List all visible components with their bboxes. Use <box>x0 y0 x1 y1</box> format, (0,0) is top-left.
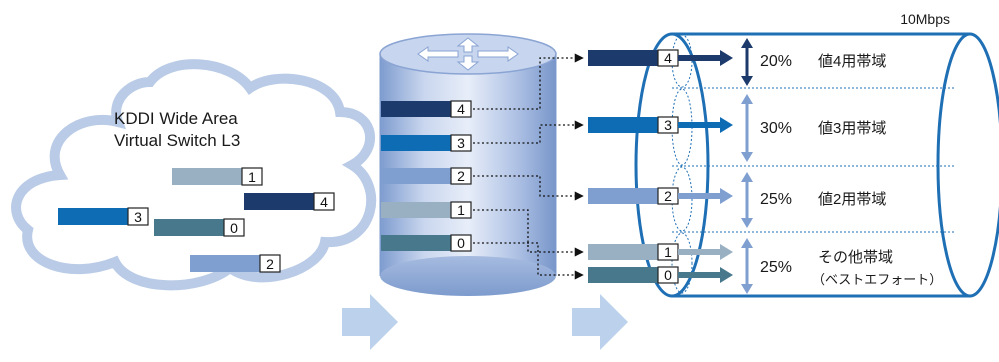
router-queue-3: 3 <box>381 134 472 152</box>
output-arrow-2 <box>678 188 733 204</box>
band-other-name: その他帯域 <box>818 249 893 266</box>
router-queue-0: 0 <box>381 234 472 252</box>
band-3-name: 値3用帯域 <box>818 120 886 137</box>
output-packet-4: 4 <box>588 49 733 67</box>
connector-0 <box>473 242 584 280</box>
output-arrow-1 <box>678 244 733 260</box>
band-range-arrow-2 <box>741 172 753 228</box>
cloud-packet-2: 2 <box>190 254 281 273</box>
connector-4 <box>473 53 584 110</box>
cloud-packet-2-label: 2 <box>266 256 274 272</box>
connector-1 <box>473 209 584 257</box>
router-cylinder <box>379 33 557 296</box>
band-range-arrows <box>741 38 753 294</box>
band-other-percent: 25% <box>760 259 792 276</box>
queue-connectors <box>473 53 584 280</box>
band-3-percent: 30% <box>760 120 792 137</box>
output-packet-0-label: 0 <box>664 267 672 283</box>
router-queue-2-label: 2 <box>457 168 465 184</box>
output-arrow-3 <box>678 117 733 133</box>
band-range-arrow-4 <box>741 38 753 86</box>
band-range-arrow-other <box>741 238 753 294</box>
cloud-packet-4-label: 4 <box>320 194 328 210</box>
output-arrow-0 <box>678 267 733 283</box>
router-cross-arrows-icon <box>417 37 519 71</box>
flow-arrow-right-icon-2 <box>572 294 628 350</box>
cloud-packet-3-label: 3 <box>134 209 142 225</box>
band-2-name: 値2用帯域 <box>818 191 886 208</box>
cloud-title-line1: KDDI Wide Area <box>114 109 238 128</box>
output-arrow-4 <box>678 50 733 66</box>
output-packet-2: 2 <box>588 187 733 205</box>
cloud-packet-0: 0 <box>154 218 245 237</box>
output-packet-3: 3 <box>588 116 733 134</box>
cloud-title-line2: Virtual Switch L3 <box>114 131 240 150</box>
router-queue-1: 1 <box>381 201 472 219</box>
pipe-capacity-label: 10Mbps <box>900 11 950 27</box>
band-other-sub: （ベストエフォート） <box>812 272 942 287</box>
output-packet-2-label: 2 <box>664 188 672 204</box>
router-queue-1-label: 1 <box>457 202 465 218</box>
output-packet-1-label: 1 <box>664 244 672 260</box>
cloud-packet-0-label: 0 <box>230 220 238 236</box>
cloud-packet-3: 3 <box>58 207 149 226</box>
cloud-packet-1: 1 <box>172 167 263 186</box>
cloud-packet-1-label: 1 <box>248 169 256 185</box>
router-queue-0-label: 0 <box>457 235 465 251</box>
output-packet-3-label: 3 <box>664 117 672 133</box>
band-2-percent: 25% <box>760 191 792 208</box>
band-range-arrow-3 <box>741 94 753 162</box>
output-packet-1: 1 <box>588 243 733 261</box>
router-queue-4-label: 4 <box>457 101 465 117</box>
router-queue-2: 2 <box>381 167 472 185</box>
band-4-percent: 20% <box>760 53 792 70</box>
output-packet-4-label: 4 <box>664 50 672 66</box>
connector-3 <box>473 120 584 144</box>
router-queue-4: 4 <box>381 100 472 118</box>
flow-arrow-right-icon <box>342 294 398 350</box>
connector-2 <box>473 175 584 201</box>
output-packet-0: 0 <box>588 266 733 284</box>
cloud-packet-4: 4 <box>244 192 335 211</box>
router-queue-3-label: 3 <box>457 135 465 151</box>
band-4-name: 値4用帯域 <box>818 53 886 70</box>
